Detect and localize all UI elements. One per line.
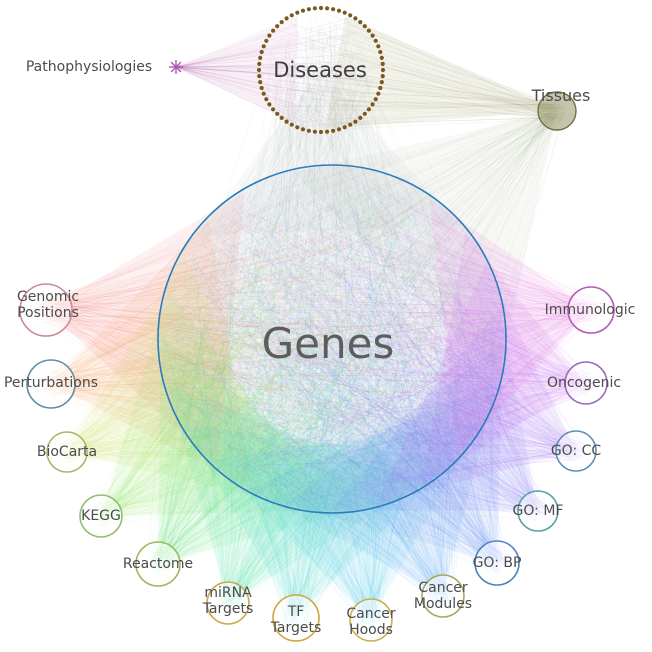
edge-fan-tissues-diseases xyxy=(263,13,567,130)
edge-fan-tf-targets-genes xyxy=(165,180,499,630)
node-tf-targets[interactable] xyxy=(272,594,320,642)
edge-fan-biocarta-genes xyxy=(57,182,494,506)
node-mirna-targets[interactable] xyxy=(206,581,250,625)
node-genes[interactable] xyxy=(157,164,507,514)
node-kegg[interactable] xyxy=(79,494,123,538)
node-perturbations[interactable] xyxy=(26,359,76,409)
edge-fan-perturbations-genes xyxy=(38,179,490,496)
genes-area-tint xyxy=(158,165,506,513)
node-go-mf[interactable] xyxy=(517,490,559,532)
node-immunologic[interactable] xyxy=(567,286,615,334)
node-cancer-modules[interactable] xyxy=(421,574,465,618)
node-diseases[interactable] xyxy=(256,5,386,135)
edge-fan-genomic-positions-genes xyxy=(33,184,498,506)
edge-fan-oncogenic-genes xyxy=(165,181,597,493)
edge-fan-diseases-genes xyxy=(174,14,497,503)
node-biocarta[interactable] xyxy=(46,431,88,473)
edge-fan-mirna-targets-genes xyxy=(163,177,480,614)
node-pathophysiologies[interactable] xyxy=(169,60,183,74)
node-oncogenic[interactable] xyxy=(564,361,608,405)
node-tissues[interactable] xyxy=(537,91,577,131)
edge-fan-kegg-genes xyxy=(90,173,481,528)
node-genomic-positions[interactable] xyxy=(19,283,73,337)
edge-fan-cancer-modules-genes xyxy=(164,173,499,608)
genes-internal-edges xyxy=(163,170,495,508)
edge-fan-reactome-genes xyxy=(146,178,489,576)
edge-fan-immunologic-genes xyxy=(177,172,604,498)
node-go-bp[interactable] xyxy=(474,540,520,586)
edge-fan-go-mf-genes xyxy=(166,175,549,522)
node-go-cc[interactable] xyxy=(555,430,597,472)
edge-fan-go-bp-genes xyxy=(166,175,510,575)
edge-fan-cancer-hoods-genes xyxy=(169,174,496,632)
node-cancer-hoods[interactable] xyxy=(349,598,393,642)
edge-fan-tissues-genes xyxy=(176,100,567,504)
edge-fan-go-cc-genes xyxy=(168,186,587,508)
node-reactome[interactable] xyxy=(135,541,181,587)
